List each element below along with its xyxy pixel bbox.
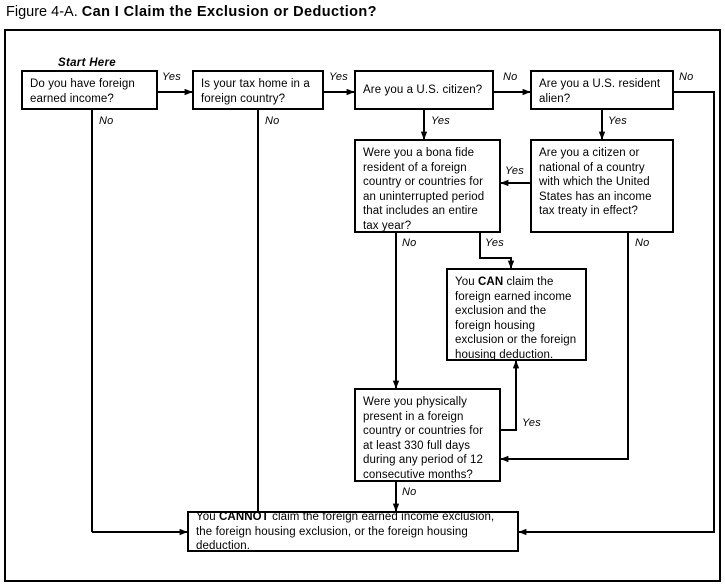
node-tax-home-text: Is your tax home in a foreign country? [201,78,310,105]
node-bona-fide-resident[interactable]: Were you a bona fide resident of a forei… [354,139,501,233]
node-tax-home[interactable]: Is your tax home in a foreign country? [192,70,324,110]
node-bona-fide-resident-text: Were you a bona fide resident of a forei… [363,147,485,232]
edge-label-earned-income-no: No [99,115,114,127]
node-resident-alien[interactable]: Are you a U.S. resident alien? [530,70,674,110]
node-us-citizen-text: Are you a U.S. citizen? [363,84,483,97]
edge-label-earned-income-yes: Yes [162,71,181,83]
start-here-label: Start Here [58,57,116,69]
edge-label-tax-home-no: No [265,115,280,127]
edge-label-tax-home-yes: Yes [329,71,348,83]
node-physical-presence-text: Were you physically present in a foreign… [363,396,484,481]
node-us-citizen[interactable]: Are you a U.S. citizen? [354,70,494,110]
edge-label-treaty-no: No [635,237,650,249]
figure-title: Figure 4-A. Can I Claim the Exclusion or… [6,2,706,24]
node-tax-treaty[interactable]: Are you a citizen or national of a count… [530,139,674,233]
edge-label-bona-fide-yes: Yes [485,237,504,249]
node-outcome-cannot[interactable]: You CANNOT claim the foreign earned inco… [187,511,519,552]
edge-label-resident-alien-no: No [679,71,694,83]
edge-label-physical-yes: Yes [522,417,541,429]
node-tax-treaty-text: Are you a citizen or national of a count… [539,147,652,218]
edge-label-citizen-yes: Yes [431,115,450,127]
node-earned-income-text: Do you have foreign earned income? [30,78,135,105]
node-outcome-can[interactable]: You CAN claim the foreign earned income … [446,268,587,361]
outcome-cannot-emphasis: CANNOT [219,511,269,524]
flowchart-canvas: Start Here Do you have foreign earned in… [6,31,723,584]
flowchart-frame: Start Here Do you have foreign earned in… [4,29,721,582]
edge-label-citizen-no: No [503,71,518,83]
node-earned-income[interactable]: Do you have foreign earned income? [21,70,158,110]
edge-label-physical-no: No [402,486,417,498]
edge-label-resident-alien-yes: Yes [608,115,627,127]
figure-number: Figure 4-A. [6,4,78,20]
node-resident-alien-text: Are you a U.S. resident alien? [539,78,661,105]
node-outcome-cannot-text: You CANNOT claim the foreign earned inco… [196,511,495,553]
flowchart-connectors [91,88,715,536]
node-physical-presence[interactable]: Were you physically present in a foreign… [354,388,501,482]
figure-heading: Can I Claim the Exclusion or Deduction? [81,4,377,20]
outcome-can-emphasis: CAN [478,276,504,288]
node-outcome-can-text: You CAN claim the foreign earned income … [455,276,577,361]
edge-label-bona-fide-no: No [402,237,417,249]
edge-label-treaty-yes: Yes [505,165,524,177]
